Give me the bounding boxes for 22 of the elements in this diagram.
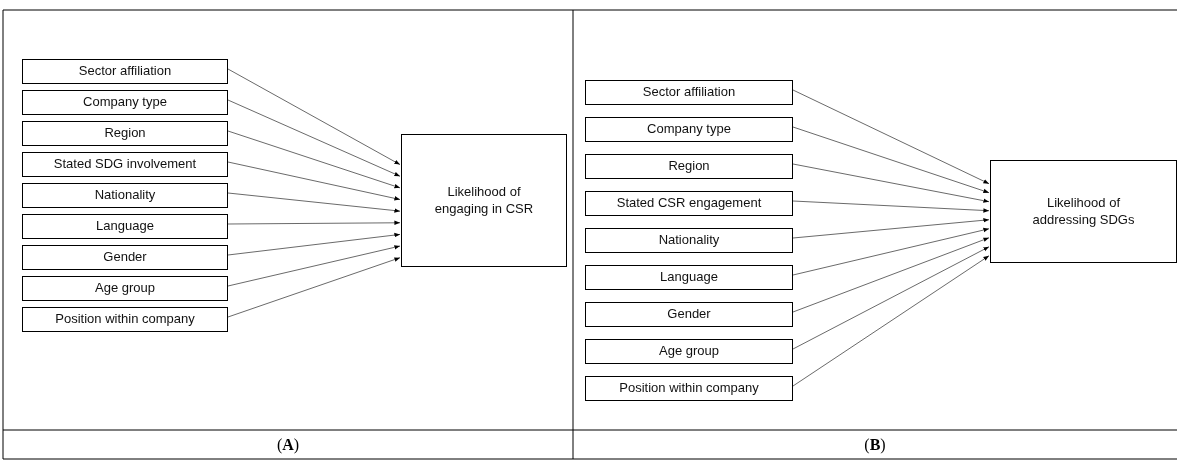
factor-box: Language [585,265,793,290]
panel-caption: (B) [864,436,886,454]
factor-box: Region [585,154,793,179]
factor-box: Nationality [22,183,228,208]
outcome-box: Likelihood of addressing SDGs [990,160,1177,263]
factor-box: Gender [585,302,793,327]
factor-box: Language [22,214,228,239]
outcome-box: Likelihood of engaging in CSR [401,134,567,267]
factor-box: Age group [22,276,228,301]
panel-caption: (A) [276,436,300,454]
factor-box: Company type [585,117,793,142]
factor-box: Sector affiliation [22,59,228,84]
factor-box: Stated SDG involvement [22,152,228,177]
factor-box: Stated CSR engagement [585,191,793,216]
factor-box: Gender [22,245,228,270]
factor-box: Region [22,121,228,146]
factor-box: Position within company [22,307,228,332]
factor-box: Age group [585,339,793,364]
factor-box: Company type [22,90,228,115]
factor-box: Nationality [585,228,793,253]
factor-box: Sector affiliation [585,80,793,105]
factor-box: Position within company [585,376,793,401]
